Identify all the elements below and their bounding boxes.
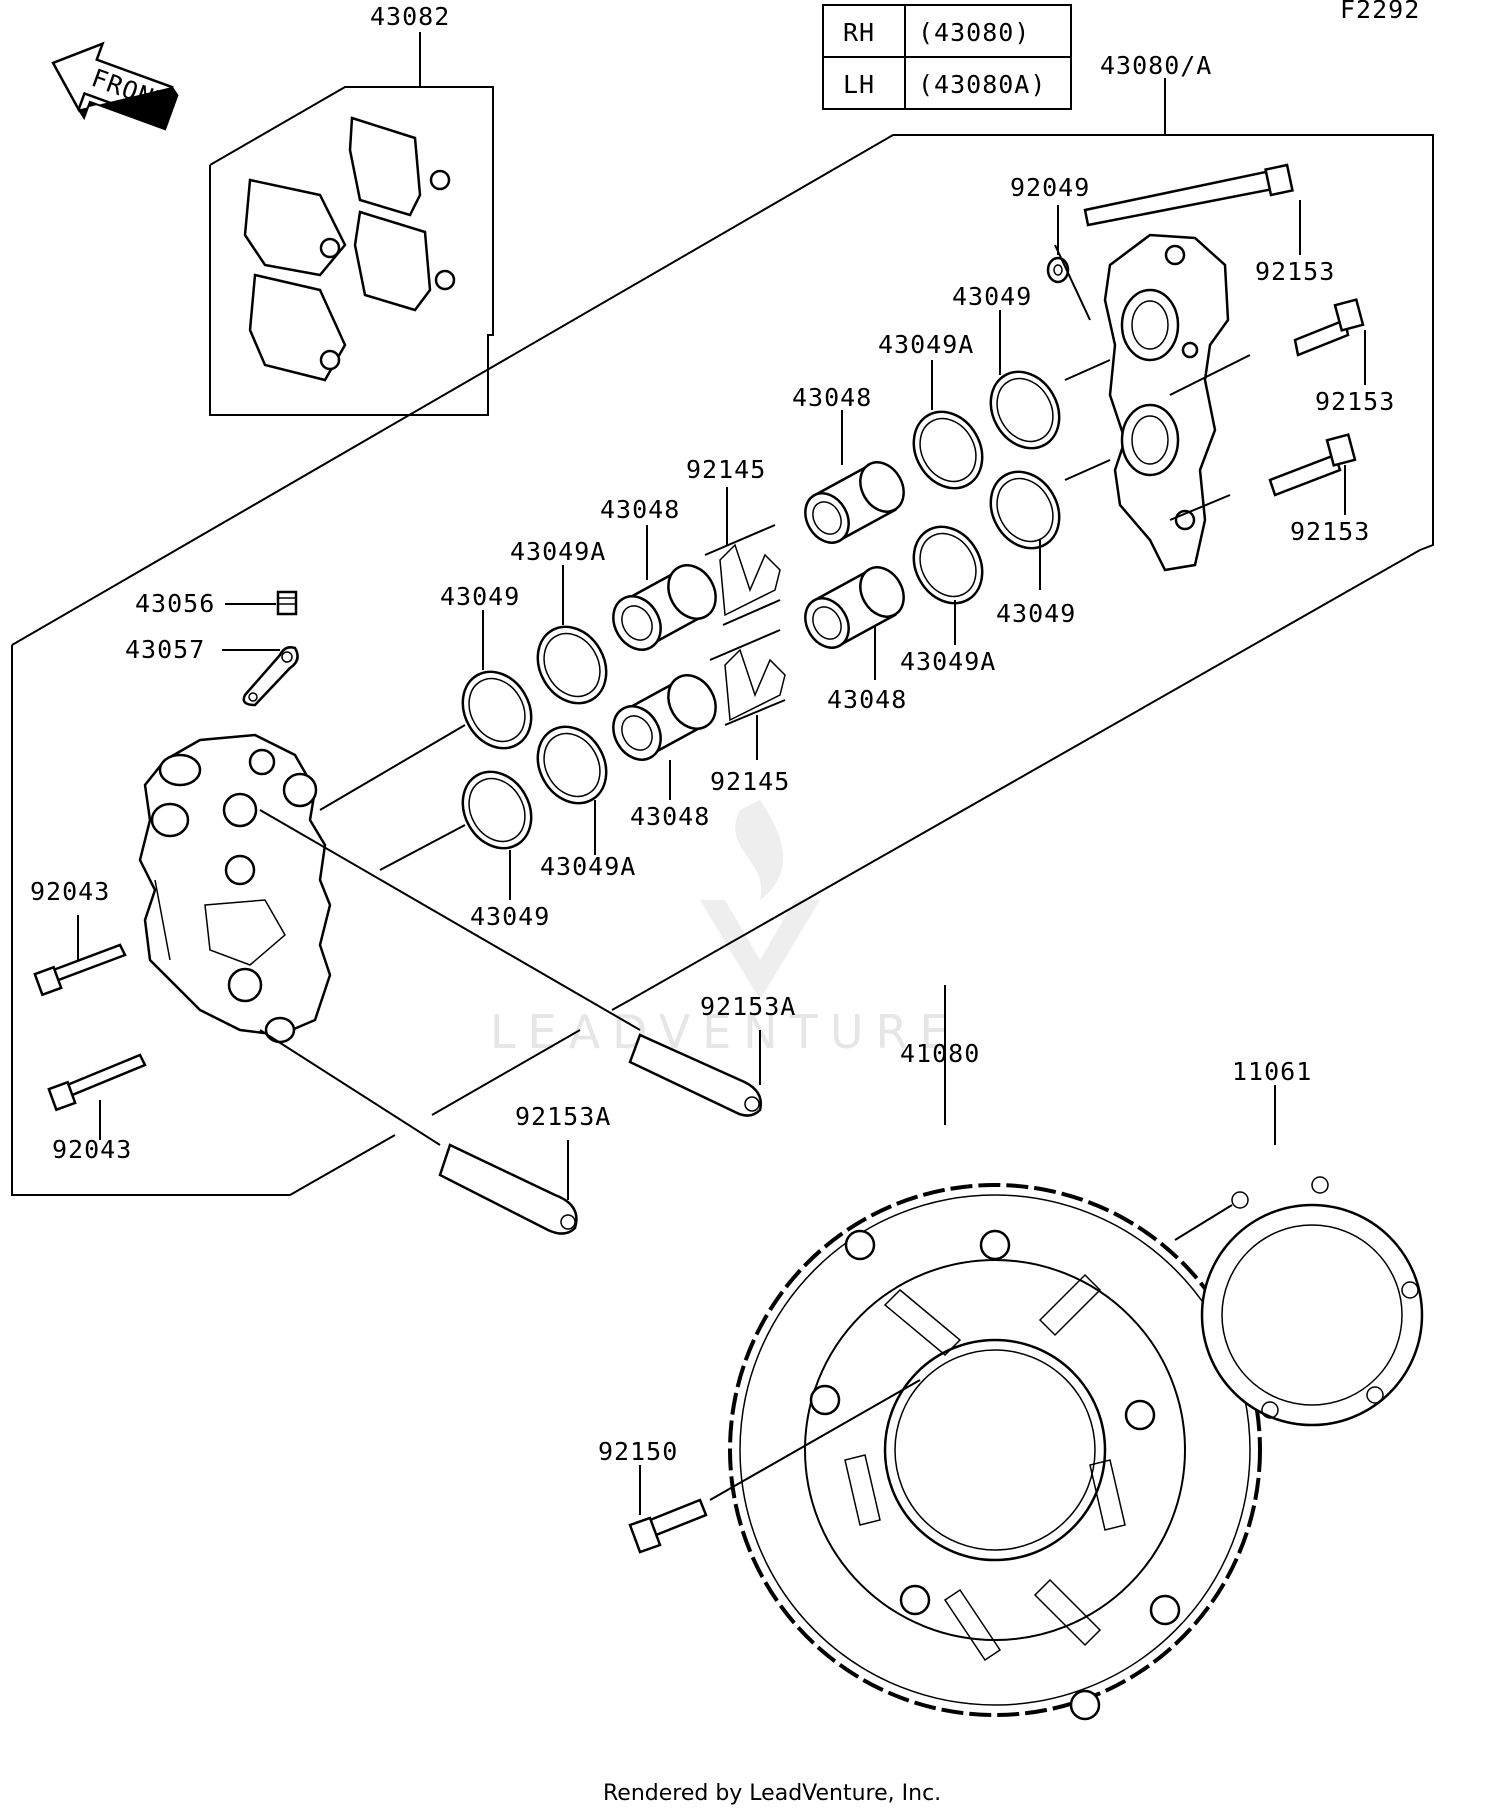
label-43057: 43057 <box>125 635 205 664</box>
seal-ring-upper-right-2 <box>989 470 1061 550</box>
front-arrow: FRONT <box>51 41 179 131</box>
caliper-inner-half <box>1103 233 1230 572</box>
caliper-outer-half <box>138 733 332 1044</box>
label-92153a-1: 92153A <box>700 992 796 1021</box>
pad-spring-2 <box>709 629 786 726</box>
footer-credit: Rendered by LeadVenture, Inc. <box>603 1781 941 1806</box>
piston-upper-right-1 <box>804 461 905 544</box>
disc-shim <box>1174 1085 1424 1427</box>
label-43049-2: 43049 <box>996 599 1076 628</box>
label-43056: 43056 <box>135 589 215 618</box>
brake-pad-2 <box>248 273 347 382</box>
brake-pad-4 <box>353 210 456 312</box>
watermark: LEADVENTURE <box>490 800 961 1059</box>
caliper-assy-box <box>11 78 1434 1196</box>
label-43049a-4: 43049A <box>540 852 636 881</box>
label-43048-3: 43048 <box>827 685 907 714</box>
label-43049-1: 43049 <box>952 282 1032 311</box>
label-43080-a: 43080/A <box>1100 51 1212 80</box>
label-92150: 92150 <box>598 1437 678 1466</box>
pad-spring-1 <box>704 524 781 626</box>
seal-ring-center-1 <box>461 670 533 750</box>
seal-ring-upper-right-a2 <box>912 525 984 605</box>
brake-pad-3 <box>348 116 451 217</box>
label-92153-2: 92153 <box>1315 387 1395 416</box>
seal-ring-upper-right-1 <box>989 370 1061 450</box>
piston-upper-right-2 <box>804 566 905 649</box>
caliper-bolt-3 <box>1268 433 1357 515</box>
table-lh-part: (43080A) <box>918 70 1046 99</box>
label-43048-1: 43048 <box>792 383 872 412</box>
disc-bolt-holes <box>809 1229 1181 1721</box>
disc-bolt <box>628 1379 921 1554</box>
label-92043-2: 92043 <box>52 1135 132 1164</box>
pad-set-box <box>209 32 494 416</box>
caliper-bolt-2 <box>1293 298 1366 385</box>
label-43082: 43082 <box>370 2 450 31</box>
label-92153-3: 92153 <box>1290 517 1370 546</box>
seal-ring-upper-right-a1 <box>912 410 984 490</box>
figure-code: F2292 <box>1340 0 1420 24</box>
label-92145-1: 92145 <box>686 455 766 484</box>
brake-pad-1 <box>243 178 347 277</box>
washer <box>1046 205 1070 284</box>
seal-ring-center-2 <box>461 770 533 850</box>
mounting-bolt-a-upper <box>628 1030 763 1117</box>
seal-ring-center-a1 <box>536 625 608 705</box>
caliper-pin-upper <box>33 915 127 997</box>
label-92043-1: 92043 <box>30 877 110 906</box>
seal-ring-center-a2 <box>536 725 608 805</box>
watermark-text: LEADVENTURE <box>490 1005 961 1059</box>
label-43049-3: 43049 <box>440 582 520 611</box>
label-43049a-3: 43049A <box>900 647 996 676</box>
label-43049a-2: 43049A <box>510 537 606 566</box>
label-92145-2: 92145 <box>710 767 790 796</box>
table-rh-part: (43080) <box>918 18 1030 47</box>
table-lh-side: LH <box>843 70 875 99</box>
caliper-bolt-1 <box>1083 163 1301 255</box>
label-11061: 11061 <box>1232 1057 1312 1086</box>
mounting-bolt-a-lower <box>438 1140 578 1235</box>
label-43048-4: 43048 <box>630 802 710 831</box>
bleeder-valve <box>225 590 298 616</box>
bleeder-cap <box>222 646 299 707</box>
table-rh-side: RH <box>843 18 875 47</box>
label-92153a-2: 92153A <box>515 1102 611 1131</box>
label-41080: 41080 <box>900 1039 980 1068</box>
label-92049: 92049 <box>1010 173 1090 202</box>
piston-center-2 <box>612 674 717 761</box>
label-43049a-1: 43049A <box>878 330 974 359</box>
piston-center-1 <box>612 564 717 651</box>
leader-lines <box>259 244 1251 1146</box>
brake-disc <box>728 985 1262 1721</box>
disc-spokes <box>844 1273 1126 1662</box>
variant-table: RH (43080) LH (43080A) <box>822 4 1072 110</box>
part-labels: 43082 43080/A 92049 92153 43049 43049A 9… <box>30 2 1395 1466</box>
label-43049-4: 43049 <box>470 902 550 931</box>
caliper-pin-lower <box>47 1053 147 1140</box>
label-92153-1: 92153 <box>1255 257 1335 286</box>
label-43048-2: 43048 <box>600 495 680 524</box>
